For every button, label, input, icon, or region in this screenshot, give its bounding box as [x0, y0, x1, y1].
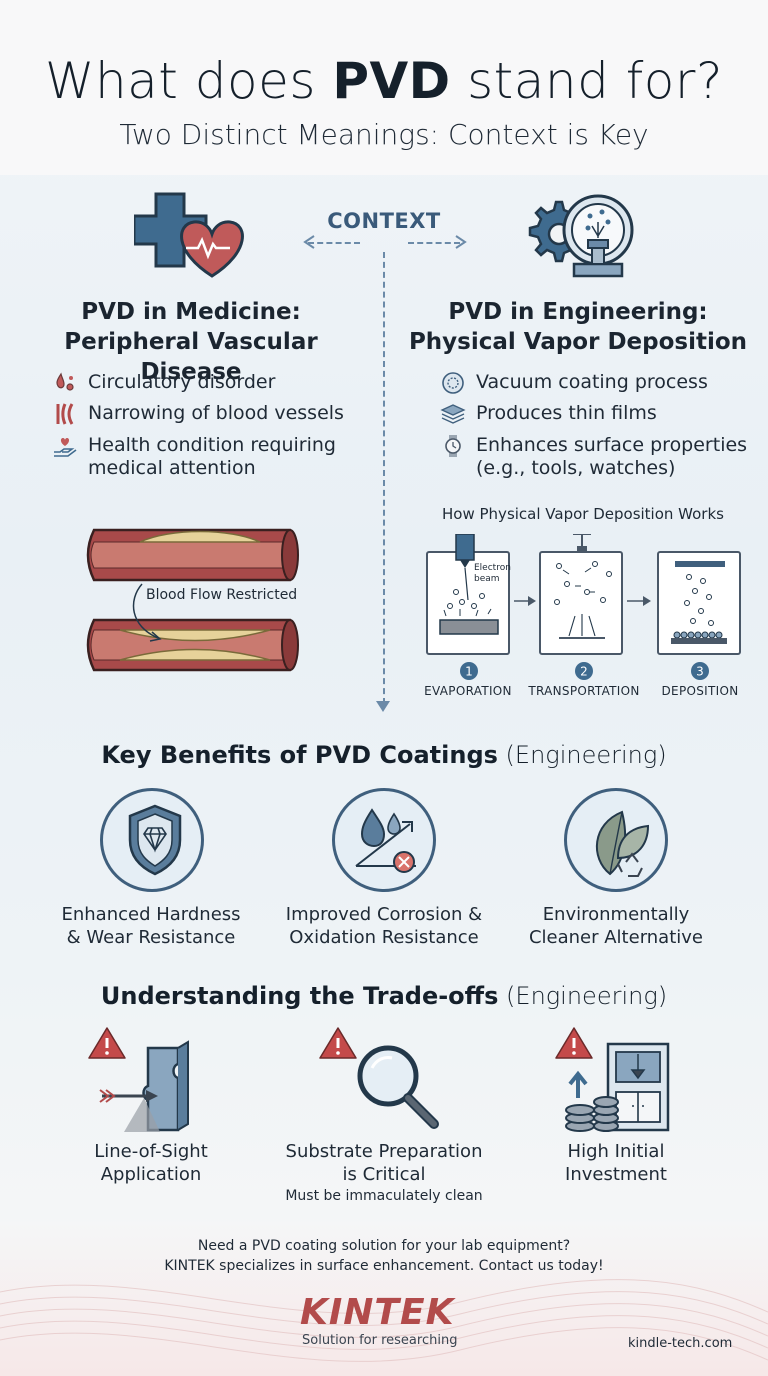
step-label: EVAPORATION [424, 684, 512, 698]
engineering-bullet: Vacuum coating process [440, 371, 760, 395]
engineering-title: PVD in Engineering: Physical Vapor Depos… [408, 299, 748, 355]
website-link[interactable]: kindle-tech.com [628, 1336, 733, 1351]
step-number-badge: 3 [691, 662, 709, 680]
engineering-bullet: Enhances surface properties (e.g., tools… [440, 434, 760, 480]
brand-tagline: Solution for researching [302, 1333, 458, 1348]
corrosion-drop-icon [355, 808, 416, 873]
svg-text:1: 1 [465, 665, 473, 679]
page-title: What does PVD stand for? [45, 52, 723, 110]
blood-drop-icon [56, 372, 74, 391]
line-of-sight-icon [99, 1040, 189, 1132]
context-divider [383, 252, 385, 704]
narrowed-vessel-icon [56, 403, 74, 425]
step-label: DEPOSITION [661, 684, 739, 698]
medicine-title: PVD in Medicine: Peripheral Vascular Dis… [64, 299, 318, 385]
step-number-badge: 1 [460, 662, 478, 680]
medicine-bullet: Circulatory disorder [52, 371, 372, 395]
process-title: How Physical Vapor Deposition Works [442, 505, 724, 523]
svg-text:2: 2 [580, 665, 588, 679]
tradeoffs-title: Understanding the Trade-offs (Engineerin… [100, 982, 668, 1010]
context-arrow-right [408, 242, 460, 244]
arrowhead-left-icon [303, 235, 315, 249]
warning-icon [555, 1027, 593, 1059]
benefit-label: Improved Corrosion &Oxidation Resistance [285, 904, 483, 948]
engineering-bullet: Produces thin films [440, 402, 760, 426]
cta-text: Need a PVD coating solution for your lab… [164, 1238, 604, 1274]
benefit-label: Enhanced Hardness& Wear Resistance [61, 904, 241, 948]
header-band [0, 0, 768, 175]
arrow-right-icon [627, 596, 651, 606]
warning-icon [88, 1027, 126, 1059]
watch-icon [445, 435, 461, 457]
brand-logo[interactable]: KINTEK [300, 1292, 455, 1333]
deposition-diagram [671, 561, 727, 644]
shield-diamond-icon [128, 804, 182, 876]
context-label: CONTEXT [327, 209, 441, 233]
medicine-bullet: Health condition requiring medical atten… [52, 434, 372, 480]
arrowhead-right-icon [455, 235, 467, 249]
context-arrow-left [308, 242, 360, 244]
hand-heart-icon [54, 438, 77, 457]
step-number-badge: 2 [575, 662, 593, 680]
layers-icon [440, 404, 466, 424]
step-box-evaporation [426, 551, 510, 655]
footer-wave-background [0, 1222, 768, 1376]
medicine-bullet: Narrowing of blood vessels [52, 402, 372, 426]
svg-text:3: 3 [696, 665, 704, 679]
evaporation-diagram [439, 534, 499, 635]
magnifier-icon [357, 1045, 439, 1129]
arrowhead-down-icon [376, 701, 390, 712]
step-label: TRANSPORTATION [528, 684, 640, 698]
page-subtitle: Two Distinct Meanings: Context is Key [119, 118, 649, 151]
investment-machine-icon [565, 1042, 670, 1132]
vacuum-chamber-icon [442, 372, 464, 394]
artery-label: Blood Flow Restricted [146, 587, 298, 603]
benefits-title: Key Benefits of PVD Coatings (Engineerin… [101, 741, 667, 769]
artery-diagram [86, 528, 299, 672]
transportation-diagram [554, 534, 612, 639]
warning-icon [319, 1027, 357, 1059]
gear-chamber-icon [528, 194, 634, 278]
arrow-right-icon [514, 596, 536, 606]
leaf-recycle-icon [595, 810, 650, 877]
medical-cross-heart-icon [134, 192, 244, 278]
tradeoff-note: Must be immaculately clean [285, 1188, 483, 1204]
